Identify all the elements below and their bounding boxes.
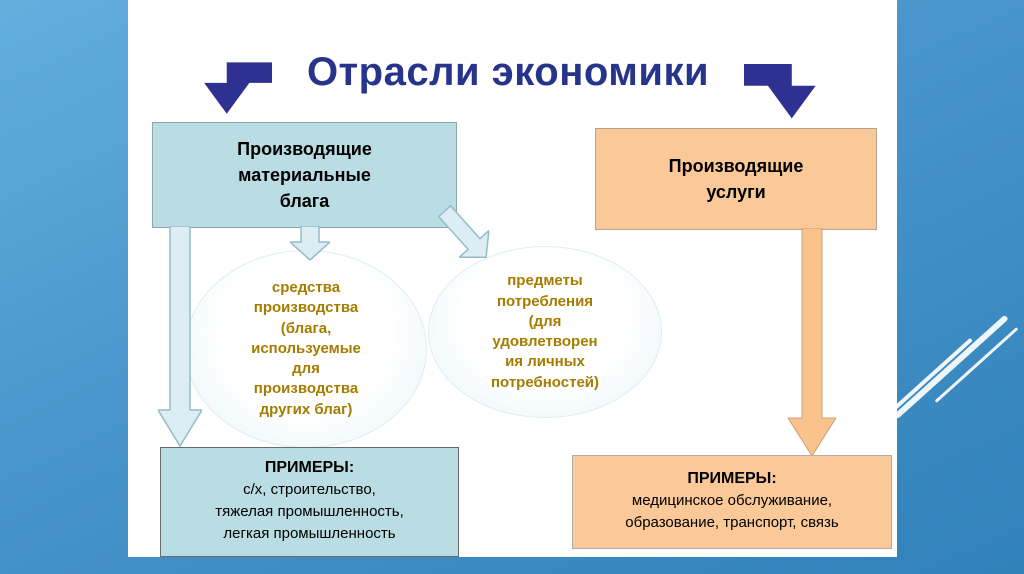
title-arrow-down-left-icon [204,62,272,114]
means-of-production-ellipse: средства производства (блага, используем… [185,250,427,448]
consumer-items-label: предметы потребления (для удовлетворен и… [490,272,600,391]
title-arrow-down-right-icon [744,64,816,119]
services-label: Производящие услуги [668,155,804,202]
services-down-arrow-icon [788,228,836,457]
examples-left-heading: ПРИМЕРЫ: [264,459,355,477]
examples-left-box: ПРИМЕРЫ: с/х, строительство, тяжелая про… [160,447,459,557]
material-goods-label: Производящие материальные блага [237,138,372,212]
slide-title: Отрасли экономики [306,50,710,94]
slide: Отрасли экономики Производящие материаль… [128,0,897,557]
long-down-arrow-icon [158,226,202,448]
consumer-items-ellipse: предметы потребления (для удовлетворен и… [428,246,662,418]
decorative-streak-icon [893,314,1009,420]
examples-right-heading: ПРИМЕРЫ: [687,470,777,488]
examples-right-box: ПРИМЕРЫ: медицинское обслуживание, образ… [572,455,892,549]
short-down-arrow-icon [290,226,330,262]
examples-right-items: медицинское обслуживание, образование, т… [625,492,839,531]
examples-left-items: с/х, строительство, тяжелая промышленнос… [215,481,404,542]
services-box: Производящие услуги [595,128,877,230]
means-of-production-label: средства производства (блага, используем… [251,279,361,418]
diagonal-down-right-arrow-icon [437,204,490,259]
material-goods-box: Производящие материальные блага [152,122,457,228]
